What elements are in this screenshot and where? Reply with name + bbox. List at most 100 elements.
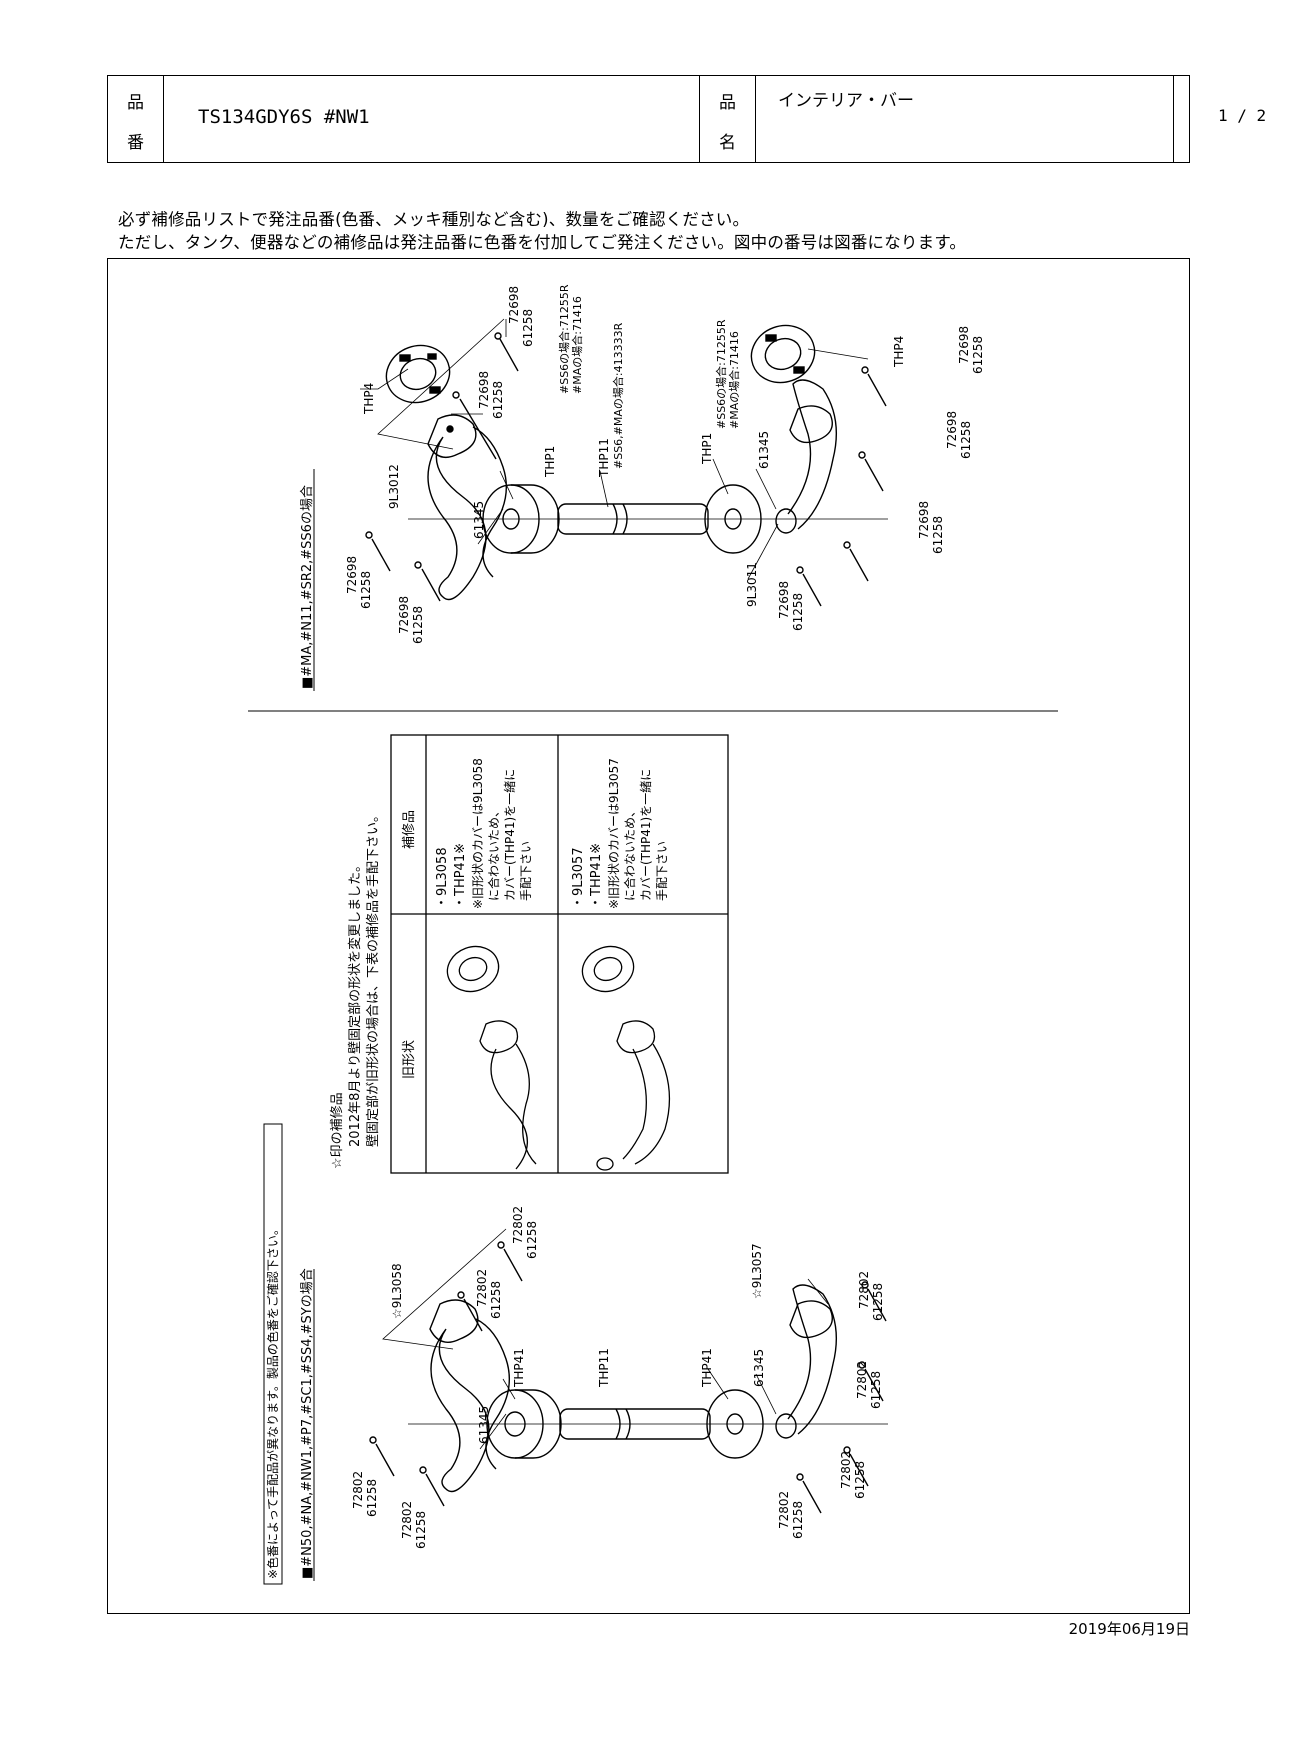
label-61258-b: 61258 [491, 381, 505, 419]
label-9l3011: 9L3011 [745, 562, 759, 607]
hinban-label-1: 品 [127, 93, 144, 113]
label-61258-c: 61258 [525, 1221, 539, 1259]
product-name-cell: インテリア・バー [756, 76, 1174, 162]
top-leaders [360, 318, 869, 580]
top-left-screws [365, 332, 519, 602]
label-72802-d: 72802 [475, 1269, 489, 1307]
label-72802-e: 72802 [777, 1491, 791, 1529]
label-thp1-right-ss6: #SS6の場合:71255R [714, 319, 728, 429]
product-name: インテリア・バー [778, 91, 914, 111]
label-61258-f: 61258 [971, 336, 985, 374]
row1-part-a: ・9L3058 [435, 847, 450, 909]
label-72802-b: 72802 [400, 1501, 414, 1539]
label-72698-a: 72698 [507, 286, 521, 324]
label-61258-g: 61258 [869, 1371, 883, 1409]
bottom-right-screws [796, 1281, 887, 1514]
label-61258-b: 61258 [414, 1511, 428, 1549]
label-61258-f: 61258 [853, 1461, 867, 1499]
notice-line-1: 必ず補修品リストで発注品番(色番、メッキ種別など含む)、数量をご確認ください。 [118, 210, 750, 229]
label-61345-left: 61345 [472, 501, 486, 539]
top-right-rosette-thp1 [704, 484, 762, 554]
label-61258-a: 61258 [365, 1479, 379, 1517]
bottom-section: ※色番によって手配品が異なります。製品の色番をご確認下さい。 ■#N50,#NA… [263, 1123, 888, 1585]
title-block: 品 番 TS134GDY6S #NW1 品 名 インテリア・バー 1 / 2 [107, 75, 1266, 163]
label-9l3058: ☆9L3058 [390, 1263, 404, 1319]
table-note-line-3: 壁固定部が旧形状の場合は、下表の補修品を手配下さい。 [366, 809, 381, 1147]
parts-diagram: ■#MA,#N11,#SR2,#SS6の場合 [248, 284, 1058, 1585]
label-72802-h: 72802 [857, 1271, 871, 1309]
label-thp11: THP11 [597, 1348, 611, 1388]
old-shape-drawing-1 [446, 945, 537, 1170]
label-61258-d: 61258 [489, 1281, 503, 1319]
label-72698-d: 72698 [397, 596, 411, 634]
row2-note-f: 手配下さい [655, 841, 669, 901]
row2-note-e: カバー(THP41)を一緒に [638, 769, 653, 901]
bottom-left-screws [369, 1241, 523, 1507]
page-number: 1 / 2 [1218, 106, 1267, 125]
label-72698-h: 72698 [917, 501, 931, 539]
top-right-bracket-9l3011 [775, 379, 838, 534]
top-right-screws [796, 366, 887, 607]
label-72698-g: 72698 [945, 411, 959, 449]
hinmei-label-2: 名 [719, 133, 736, 153]
label-61258-e: 61258 [791, 593, 805, 631]
star-note: ☆印の補修品 [330, 1092, 345, 1169]
part-number: TS134GDY6S #NW1 [198, 106, 370, 128]
col-parts: 補修品 [402, 810, 417, 849]
label-61258-e: 61258 [791, 1501, 805, 1539]
top-right-cover-thp4 [750, 324, 816, 384]
label-72698-e: 72698 [777, 581, 791, 619]
label-61345-right: 61345 [757, 431, 771, 469]
label-72698-c: 72698 [345, 556, 359, 594]
label-72802-f: 72802 [839, 1451, 853, 1489]
label-thp1-left-ss6: #SS6の場合:71255R [557, 284, 571, 394]
color-note-box [263, 1123, 283, 1585]
issue-date: 2019年06月19日 [1068, 1620, 1190, 1638]
label-61258-g: 61258 [959, 421, 973, 459]
label-72802-a: 72802 [351, 1471, 365, 1509]
row2-note-c: ※旧形状のカバーは9L3057 [607, 758, 621, 909]
row1-note-c: ※旧形状のカバーは9L3058 [471, 758, 485, 909]
hinmei-label-1: 品 [719, 93, 736, 113]
label-61258-h: 61258 [931, 516, 945, 554]
label-61258-c: 61258 [359, 571, 373, 609]
old-shape-drawing-2 [581, 945, 671, 1171]
label-thp1-left-ma: #MAの場合:71416 [570, 296, 584, 394]
notice-line-2: ただし、タンク、便器などの補修品は発注品番に色番を付加してご発注ください。図中の… [118, 233, 967, 252]
top-left-cover-thp4 [385, 344, 451, 404]
bottom-section-title: ■#N50,#NA,#NW1,#P7,#SC1,#SS4,#SYの場合 [300, 1268, 315, 1579]
hinban-label-cell: 品 番 [108, 76, 164, 162]
label-9l3057: ☆9L3057 [750, 1243, 764, 1299]
table-note-line-2: 2012年8月より壁固定部の形状を変更しました。 [347, 859, 363, 1147]
bottom-left-bracket-9l3058 [429, 1299, 511, 1493]
diagram-frame: ■#MA,#N11,#SR2,#SS6の場合 [107, 258, 1190, 1614]
part-number-cell: TS134GDY6S #NW1 [164, 76, 700, 162]
bottom-leaders [382, 1228, 829, 1450]
old-shape-table [390, 734, 729, 1174]
label-61345-right: 61345 [752, 1349, 766, 1387]
row1-note-e: カバー(THP41)を一緒に [502, 769, 517, 901]
old-shape-table-note: ☆印の補修品 2012年8月より壁固定部の形状を変更しました。 壁固定部が旧形状… [330, 734, 729, 1174]
row1-note-d: に合わないため、 [486, 805, 501, 901]
row1-part-b: ・THP41※ [453, 843, 468, 909]
label-thp1-left: THP1 [543, 446, 557, 478]
row2-part-b: ・THP41※ [589, 843, 604, 909]
label-thp1-right-ma: #MAの場合:71416 [727, 331, 741, 429]
page-cell: 1 / 2 [1174, 76, 1306, 162]
label-72698-b: 72698 [477, 371, 491, 409]
top-left-bracket-9l3012 [427, 414, 508, 601]
col-old-shape: 旧形状 [402, 1040, 417, 1079]
label-72802-c: 72802 [511, 1206, 525, 1244]
bottom-right-bracket-9l3057 [775, 1284, 838, 1439]
label-9l3012: 9L3012 [387, 464, 401, 509]
label-61258-h: 61258 [871, 1283, 885, 1321]
label-thp1-right: THP1 [700, 433, 714, 465]
label-thp4-left: THP4 [362, 383, 376, 415]
label-61258-a: 61258 [521, 309, 535, 347]
top-section-title: ■#MA,#N11,#SR2,#SS6の場合 [300, 485, 315, 689]
label-thp4-right: THP4 [892, 336, 906, 368]
label-thp41-right: THP41 [700, 1348, 714, 1388]
row1-note-f: 手配下さい [519, 841, 533, 901]
top-section: ■#MA,#N11,#SR2,#SS6の場合 [300, 284, 985, 691]
label-61258-d: 61258 [411, 606, 425, 644]
